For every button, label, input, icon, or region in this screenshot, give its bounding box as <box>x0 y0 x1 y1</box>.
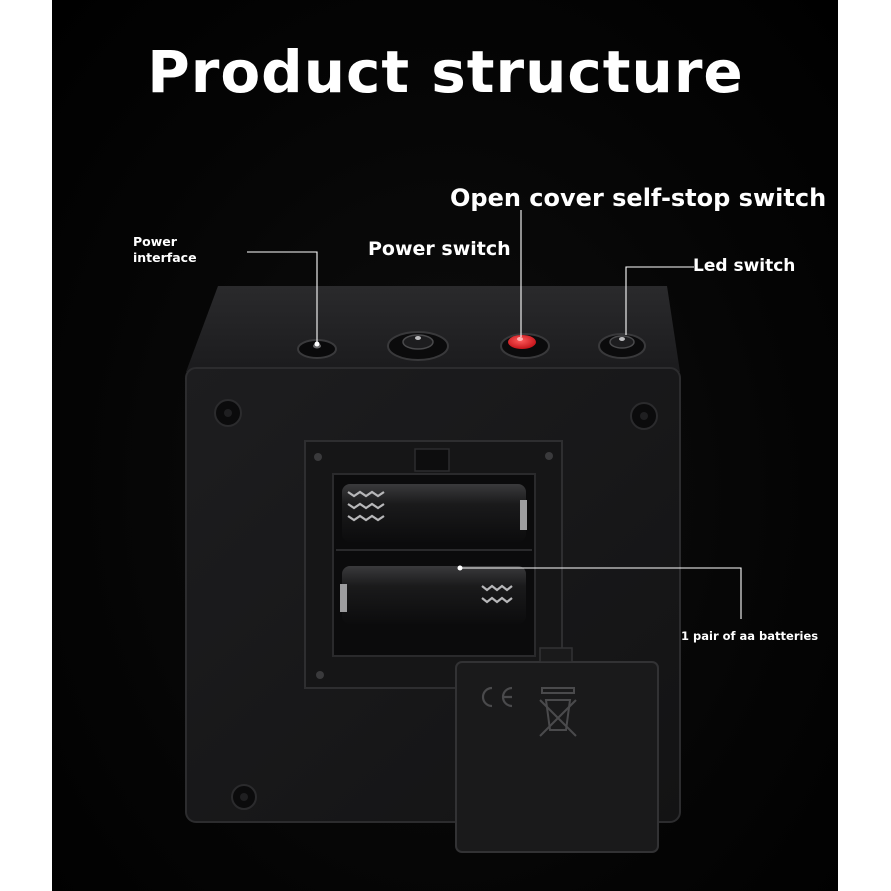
battery-cell <box>342 484 526 542</box>
callout-power-interface: Power interface <box>133 234 197 265</box>
callout-line-power-interface <box>247 251 318 342</box>
callout-line-batteries <box>460 567 742 619</box>
callout-batteries: 1 pair of aa batteries <box>681 629 819 643</box>
cover-latch <box>414 448 450 472</box>
callout-line-led-switch <box>625 266 694 335</box>
open-cover-switch-button <box>500 333 550 359</box>
spring-icon <box>347 490 385 522</box>
page-title: Product structure <box>147 38 744 106</box>
battery-cell <box>342 566 526 624</box>
screw-icon <box>231 784 257 810</box>
screw-icon <box>630 402 658 430</box>
power-switch-button <box>387 331 449 361</box>
weee-bin-icon <box>539 687 577 737</box>
callout-lines <box>247 210 742 619</box>
callout-open-cover-switch: Open cover self-stop switch <box>450 184 827 212</box>
spring-icon <box>481 584 513 604</box>
callout-power-switch: Power switch <box>368 238 511 260</box>
screw-icon <box>214 399 242 427</box>
led-switch-button <box>598 333 646 359</box>
callout-led-switch: Led switch <box>693 256 796 276</box>
ce-mark-icon <box>481 686 513 708</box>
